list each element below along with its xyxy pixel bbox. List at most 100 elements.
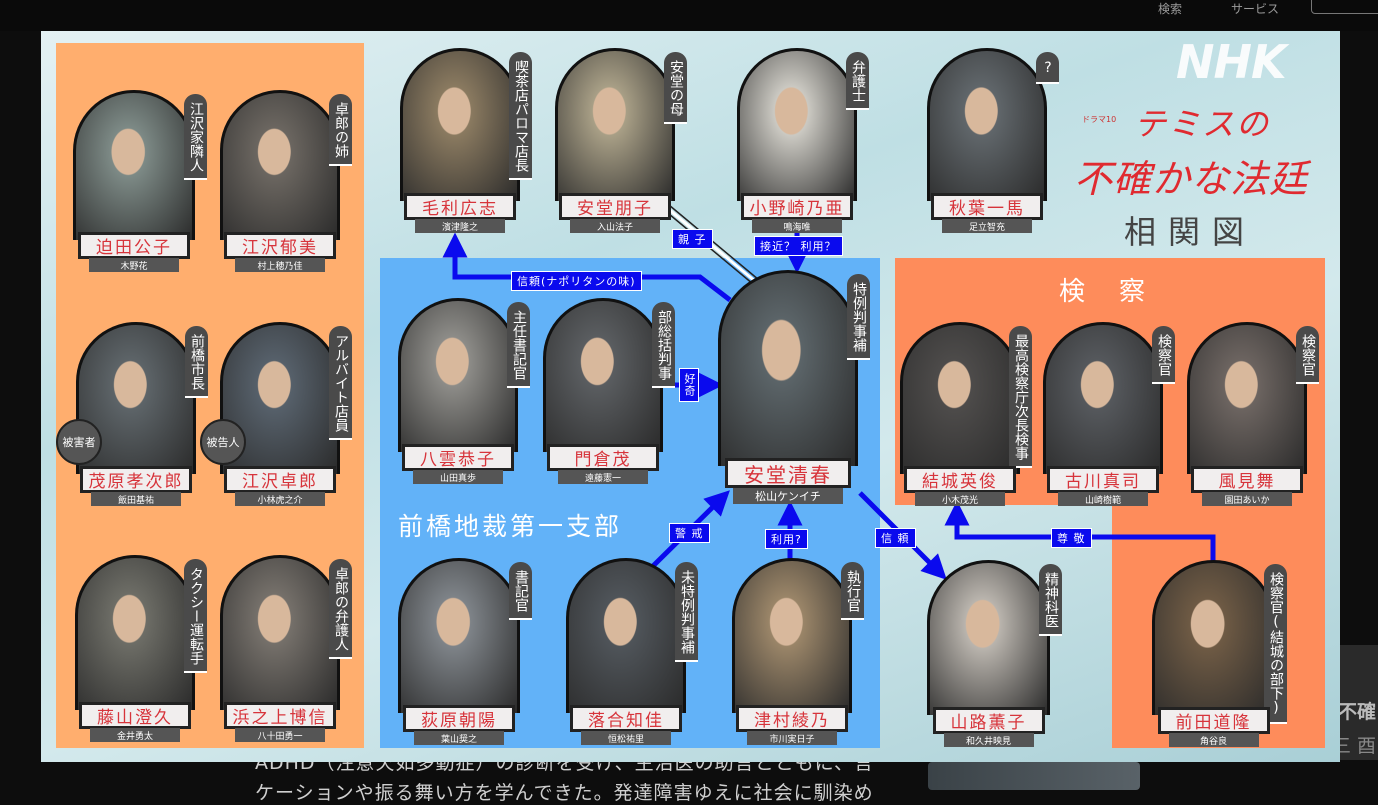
- character-role-tag: 特例判事補: [847, 274, 870, 360]
- nav-search-link[interactable]: 検索: [1158, 2, 1183, 16]
- character-photo: [1187, 322, 1307, 474]
- character-card: 主任書記官八雲恭子山田真歩: [398, 298, 530, 486]
- character-role-tag: 江沢家隣人: [184, 94, 207, 180]
- character-photo: [718, 270, 858, 466]
- character-photo: [927, 560, 1050, 715]
- character-card: 執行官津村綾乃市川実日子: [732, 558, 864, 747]
- character-name: 津村綾乃: [736, 705, 848, 732]
- character-name: 秋葉一馬: [931, 193, 1043, 220]
- character-name: 藤山澄久: [79, 702, 191, 729]
- character-role-tag: タクシー運転手: [184, 559, 207, 673]
- relation-label-approach: 接近？ 利用？: [754, 236, 843, 256]
- character-card: 前橋市長茂原孝次郎飯田基祐 被害者: [56, 322, 208, 508]
- character-name: 前田道隆: [1157, 707, 1270, 734]
- actor-name: 小林虎之介: [235, 492, 325, 506]
- nav-services-link[interactable]: サービス: [1231, 2, 1280, 16]
- actor-name: 入山法子: [570, 219, 660, 233]
- character-card: 検察官古川真司山崎樹範: [1043, 322, 1175, 508]
- relation-label-parent-child: 親 子: [672, 229, 713, 249]
- character-card: 書記官荻原朝陽葉山奨之: [398, 558, 532, 747]
- actor-name: 角谷良: [1168, 733, 1259, 747]
- actor-name: 鳴海唯: [752, 219, 842, 233]
- character-card: 江沢家隣人迫田公子木野花: [73, 90, 207, 274]
- character-photo: [900, 322, 1020, 474]
- character-photo: [732, 558, 852, 713]
- relation-label-respect: 尊 敬: [1051, 528, 1092, 548]
- character-role-tag: 前橋市長: [185, 326, 208, 398]
- character-name: 安堂清春: [725, 458, 851, 488]
- character-photo: [75, 555, 195, 710]
- character-role-tag: 精神科医: [1039, 564, 1062, 636]
- character-photo: [927, 48, 1047, 201]
- character-card: 検察官(結城の部下)前田道隆角谷良: [1152, 560, 1287, 749]
- character-photo: [398, 298, 518, 452]
- character-card: 弁護士小野崎乃亜鳴海唯: [737, 48, 869, 235]
- side-card-title: 不確: [1338, 701, 1377, 723]
- actor-name: 葉山奨之: [414, 731, 504, 745]
- relation-label-trust: 信 頼: [875, 528, 916, 548]
- search-input[interactable]: [1311, 0, 1378, 14]
- series-label: ドラマ10: [1082, 115, 1117, 124]
- relation-label-curiosity: 好奇: [679, 368, 699, 402]
- character-name: 門倉茂: [547, 444, 659, 471]
- character-card: 未特例判事補落合知佳恒松祐里: [566, 558, 698, 747]
- character-role-tag: 卓郎の姉: [329, 94, 352, 166]
- character-name: 迫田公子: [78, 232, 190, 259]
- actor-name: 八十田勇一: [235, 728, 325, 742]
- character-name: 八雲恭子: [402, 444, 514, 471]
- actor-name: 飯田基祐: [91, 492, 181, 506]
- character-card: 喫茶店パロマ店長毛利広志濱津隆之: [400, 48, 532, 235]
- character-name: 毛利広志: [404, 193, 516, 220]
- character-card: 最高検察庁次長検事結城英俊小木茂光: [900, 322, 1032, 508]
- relation-label-caution: 警 戒: [669, 523, 710, 543]
- character-name: 風見舞: [1191, 466, 1303, 493]
- drama-title-line2: 不確かな法廷: [1074, 157, 1309, 201]
- character-role-tag: ?: [1036, 52, 1059, 84]
- character-role-tag: 検察官: [1296, 326, 1319, 384]
- character-status-badge: 被告人: [200, 419, 246, 465]
- line-parent-child-b: [668, 204, 760, 281]
- character-photo: [566, 558, 686, 713]
- character-photo: [73, 90, 195, 240]
- actor-name: 濱津隆之: [415, 219, 505, 233]
- character-card: 検察官風見舞園田あいか: [1187, 322, 1319, 508]
- character-name: 落合知佳: [570, 705, 682, 732]
- character-status-badge: 被害者: [56, 419, 102, 465]
- actor-name: 遠藤憲一: [558, 470, 648, 484]
- character-name: 茂原孝次郎: [80, 466, 192, 493]
- article-thumbnail[interactable]: [928, 762, 1140, 790]
- side-card-subtitle: 三 酉: [1332, 735, 1377, 757]
- character-photo: [1043, 322, 1163, 474]
- top-navigation: 検索 サービス: [0, 0, 1378, 31]
- character-photo: [555, 48, 675, 201]
- character-card: 卓郎の姉江沢郁美村上穂乃佳: [220, 90, 352, 274]
- character-role-tag: 喫茶店パロマ店長: [509, 52, 532, 180]
- character-role-tag: 書記官: [509, 562, 532, 620]
- character-photo: [737, 48, 857, 201]
- actor-name: 園田あいか: [1202, 492, 1292, 506]
- character-role-tag: 安堂の母: [664, 52, 687, 124]
- character-role-tag: 検察官: [1152, 326, 1175, 384]
- actor-name: 恒松祐里: [581, 731, 671, 745]
- character-name: 荻原朝陽: [403, 705, 515, 732]
- actor-name: 小木茂光: [915, 492, 1005, 506]
- relation-label-trust-napolitan: 信頼(ナポリタンの味): [511, 271, 642, 291]
- character-name: 結城英俊: [904, 466, 1016, 493]
- actor-name: 山田真歩: [413, 470, 503, 484]
- character-photo: [220, 90, 340, 240]
- actor-name: 松山ケンイチ: [733, 488, 843, 504]
- prosecution-group-title: 検 察: [1059, 277, 1150, 307]
- character-card: 精神科医山路薫子和久井映見: [927, 560, 1062, 749]
- actor-name: 和久井映見: [943, 733, 1034, 747]
- character-name: 小野崎乃亜: [741, 193, 853, 220]
- character-photo: [1152, 560, 1275, 715]
- drama-title-line1: テミスの: [1134, 105, 1271, 143]
- character-role-tag: 卓郎の弁護人: [329, 559, 352, 659]
- relation-label-use: 利用?: [765, 529, 808, 549]
- article-text-line: ケーションや振る舞い方を学んできた。発達障害ゆえに社会に馴染め: [255, 782, 874, 804]
- character-card: ?秋葉一馬足立智充: [927, 48, 1059, 235]
- character-photo: [220, 322, 340, 474]
- character-role-tag: 最高検察庁次長検事: [1009, 326, 1032, 468]
- relationship-chart: 前橋地裁第一支部 検 察 NHK ドラマ10 テミスの 不確かな法廷 相関図 信…: [41, 31, 1340, 762]
- actor-name: 山崎樹範: [1058, 492, 1148, 506]
